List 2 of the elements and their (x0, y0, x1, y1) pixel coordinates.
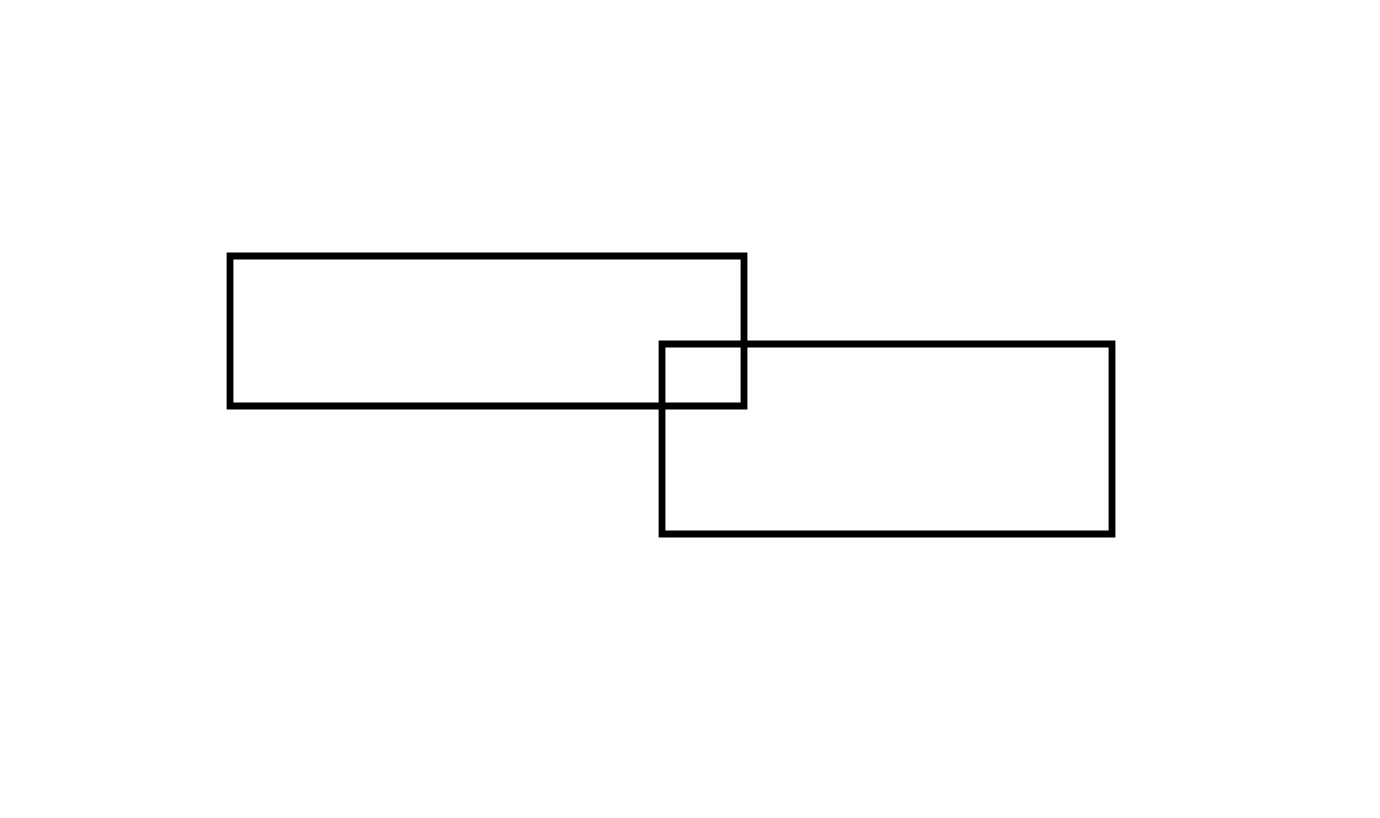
rectangle (658, 340, 1116, 538)
rectangle (226, 252, 748, 410)
